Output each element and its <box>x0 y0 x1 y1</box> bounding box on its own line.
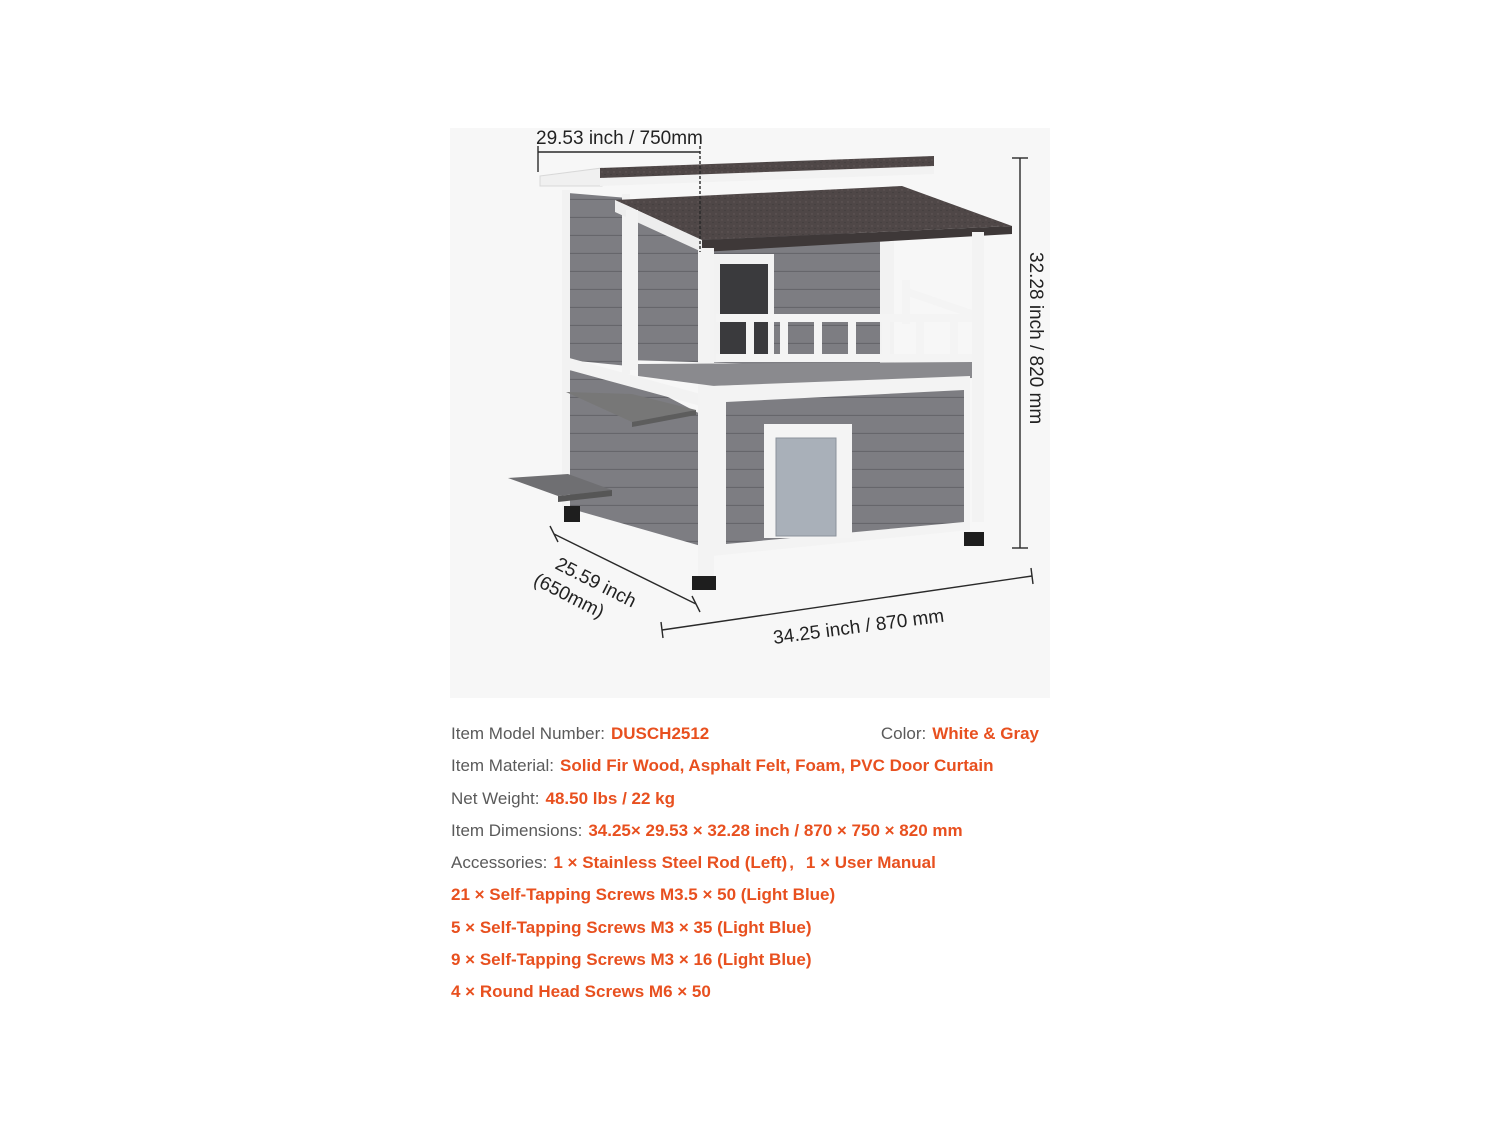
color-spec: Color: White & Gray <box>881 718 1039 750</box>
accessory-item: 1 × Stainless Steel Rod (Left) <box>553 853 788 873</box>
color-label: Color: <box>880 724 927 743</box>
weight-label: Net Weight: <box>451 788 540 808</box>
spec-row-model: Item Model Number: DUSCH2512 Color: White … <box>451 718 1043 750</box>
dimension-label-height: 32.28 inch / 820 mm <box>1025 252 1046 424</box>
accessory-item: 21 × Self-Tapping Screws M3.5 × 50 (Ligh… <box>451 885 836 905</box>
entrance-door <box>764 424 852 538</box>
dimensions-value: 34.25× 29.53 × 32.28 inch / 870 × 750 × … <box>588 820 963 840</box>
dimension-label-width: 34.25 inch / 870 mm <box>772 606 945 649</box>
spec-row-accessory: 5 × Self-Tapping Screws M3 × 35 (Light B… <box>451 912 1043 944</box>
balcony-railing <box>716 280 972 362</box>
spec-row-accessory: 21 × Self-Tapping Screws M3.5 × 50 (Ligh… <box>451 879 1043 911</box>
dimensions-label: Item Dimensions: <box>451 820 583 840</box>
side-ledges <box>508 392 696 502</box>
spec-list: Item Model Number: DUSCH2512 Color: White … <box>451 718 1043 1009</box>
accessory-item: 5 × Self-Tapping Screws M3 × 35 (Light B… <box>451 917 812 937</box>
spec-row-weight: Net Weight:48.50 lbs / 22 kg <box>451 783 1043 815</box>
spec-row-accessory: 9 × Self-Tapping Screws M3 × 16 (Light B… <box>451 944 1043 976</box>
spec-row-material: Item Material:Solid Fir Wood, Asphalt Fe… <box>451 750 1043 782</box>
material-label: Item Material: <box>451 756 554 776</box>
color-value: White & Gray <box>932 724 1039 743</box>
house-back-roof <box>539 156 934 187</box>
house-feet <box>564 506 984 590</box>
accessory-separator: , <box>789 853 794 873</box>
accessories-label: Accessories: <box>451 853 548 873</box>
house-lower-front-wall <box>712 376 970 556</box>
accessory-item: 4 × Round Head Screws M6 × 50 <box>451 982 711 1002</box>
dimension-lines <box>537 146 1034 639</box>
spec-row-dimensions: Item Dimensions:34.25× 29.53 × 32.28 inc… <box>451 815 1043 847</box>
dimension-label-depth-top: 29.53 inch / 750mm <box>536 128 703 149</box>
weight-value: 48.50 lbs / 22 kg <box>545 788 675 808</box>
product-dimension-figure: 29.53 inch / 750mm 32.28 inch / 820 mm 2… <box>450 128 1050 698</box>
cat-house-illustration: 29.53 inch / 750mm 32.28 inch / 820 mm 2… <box>508 128 1046 649</box>
material-value: Solid Fir Wood, Asphalt Felt, Foam, PVC … <box>559 756 994 776</box>
accessory-item: 9 × Self-Tapping Screws M3 × 16 (Light B… <box>451 950 812 970</box>
spec-row-accessories: Accessories:1 × Stainless Steel Rod (Lef… <box>451 847 1043 879</box>
model-label: Item Model Number: <box>451 724 605 743</box>
porch-posts <box>626 210 984 578</box>
accessory-item: 1 × User Manual <box>805 853 936 873</box>
house-front-roof <box>615 186 1012 252</box>
model-value: DUSCH2512 <box>611 724 710 743</box>
spec-row-accessory: 4 × Round Head Screws M6 × 50 <box>451 976 1043 1008</box>
